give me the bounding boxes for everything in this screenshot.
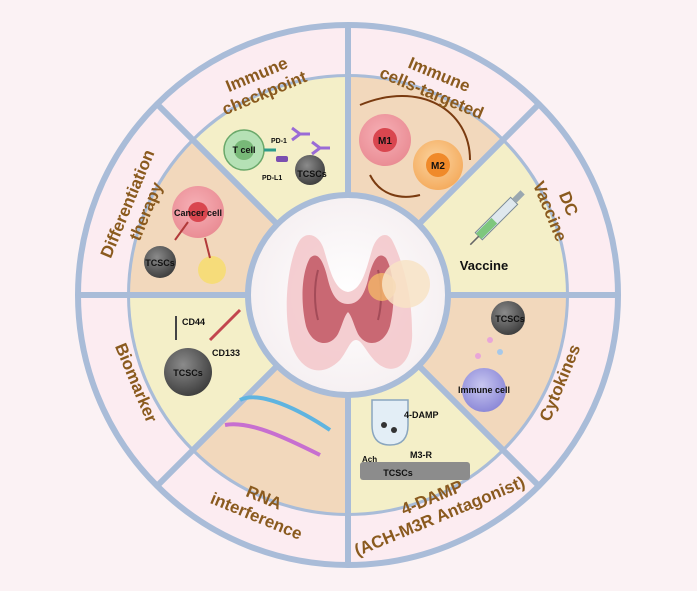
vaccine-label: Vaccine [460,258,508,273]
antagonist-illustration: 4-DAMP Ach M3-R TCSCs [360,399,470,480]
t-cell-label: T cell [232,145,255,155]
pd1-label: PD-1 [271,138,287,145]
rna-strand-icon [239,395,332,432]
m1-label: M1 [378,136,392,147]
differentiated-cell-icon [198,256,226,284]
rna-strand-icon-2 [224,422,321,457]
cd133-marker-icon [208,308,242,342]
cytokines-illustration: TCSCs Immune cell [458,301,525,412]
immune-cell-label: Immune cell [458,385,510,395]
biomarker-illustration: TCSCs CD44 CD133 [164,308,242,396]
pdl1-receptor-icon [276,156,288,162]
m3r-label: M3-R [410,450,432,460]
tcscs-cell-icon-biomarker [164,348,212,396]
spokes [78,25,618,565]
rna-illustration [224,395,332,457]
thyroid-illustration [286,235,430,371]
tcscs-label-differentiation: TCSCs [145,258,175,268]
vaccine-illustration: Vaccine [460,190,525,273]
cell-membrane-icon [360,462,470,480]
antibody-icon-2 [311,140,330,156]
tcscs-label-checkpoint: TCSCs [297,169,327,179]
tcscs-label-biomarker: TCSCs [173,368,203,378]
polarization-arrow-icon [359,95,471,161]
pdl1-label: PD-L1 [262,175,282,182]
tcscs-label-cytokines: TCSCs [495,314,525,324]
nerve-terminal-icon [371,399,409,446]
tcscs-cell-icon [295,155,325,185]
cancer-cell-label: Cancer cell [174,208,222,218]
tcscs-cell-icon-cytokines [491,301,525,335]
four-damp-label: 4-DAMP [404,410,439,420]
cd133-label: CD133 [212,348,240,358]
syringe-icon [469,190,525,246]
ach-label: Ach [362,455,377,464]
checkpoint-illustration: T cell PD-1 PD-L1 TCSCs [223,126,330,185]
tcscs-cell-icon-differentiation [144,246,176,278]
tcscs-label-antagonist: TCSCs [383,468,413,478]
antibody-icon [291,126,310,142]
differentiation-illustration: Cancer cell TCSCs [144,186,226,284]
macrophage-illustration: M1 M2 [359,95,471,198]
cd44-label: CD44 [182,317,205,327]
immune-cell-icon [462,368,506,412]
m2-label: M2 [431,161,445,172]
